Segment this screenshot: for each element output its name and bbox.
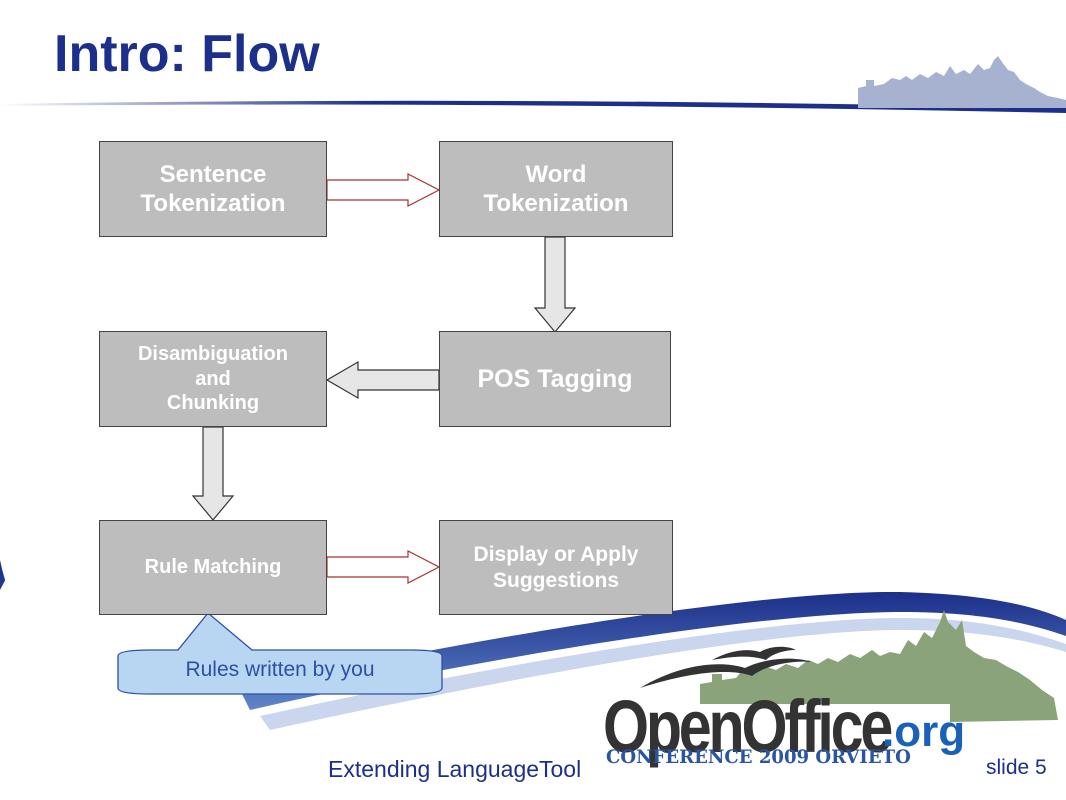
wave-band xyxy=(240,591,1066,710)
wave-inner xyxy=(0,575,320,800)
box-rule-matching: Rule Matching xyxy=(99,520,327,615)
footer-title: Extending LanguageTool xyxy=(328,756,582,782)
callout-bubble xyxy=(117,612,443,695)
box-disambiguation-label: Disambiguation and Chunking xyxy=(137,343,288,415)
logo-skyline xyxy=(700,610,1058,722)
arrow-word-to-pos xyxy=(533,236,577,333)
wave-band-light xyxy=(260,618,1066,730)
logo-org: .org xyxy=(882,707,966,756)
arrow-pos-to-disambig xyxy=(325,360,440,400)
box-word-tokenization-label: Word Tokenization xyxy=(483,160,629,217)
slide-number: slide 5 xyxy=(986,756,1047,779)
arrow-disambig-to-rules xyxy=(191,426,235,521)
box-word-tokenization: Word Tokenization xyxy=(439,141,673,237)
box-display-suggestions: Display or Apply Suggestions xyxy=(439,520,673,615)
logo-name: OpenOffice xyxy=(603,685,893,768)
arrow-rules-to-display xyxy=(326,550,441,584)
box-sentence-tokenization: Sentence Tokenization xyxy=(99,141,327,237)
arrow-sentence-to-word xyxy=(326,173,441,207)
title-underline xyxy=(0,100,1066,113)
box-rule-matching-label: Rule Matching xyxy=(144,556,282,579)
box-disambiguation: Disambiguation and Chunking xyxy=(99,331,327,427)
bird-large-icon xyxy=(640,658,812,688)
callout-text: Rules written by you xyxy=(185,658,375,681)
box-display-suggestions-label: Display or Apply Suggestions xyxy=(473,542,639,592)
skyline-top xyxy=(858,56,1066,108)
box-sentence-tokenization-label: Sentence Tokenization xyxy=(140,160,286,217)
box-pos-tagging: POS Tagging xyxy=(439,331,671,427)
slide-title: Intro: Flow xyxy=(54,25,320,83)
box-pos-tagging-label: POS Tagging xyxy=(477,364,633,393)
logo-conference: CONFERENCE 2009 ORVIETO xyxy=(606,746,911,768)
bird-small-icon xyxy=(712,646,796,660)
